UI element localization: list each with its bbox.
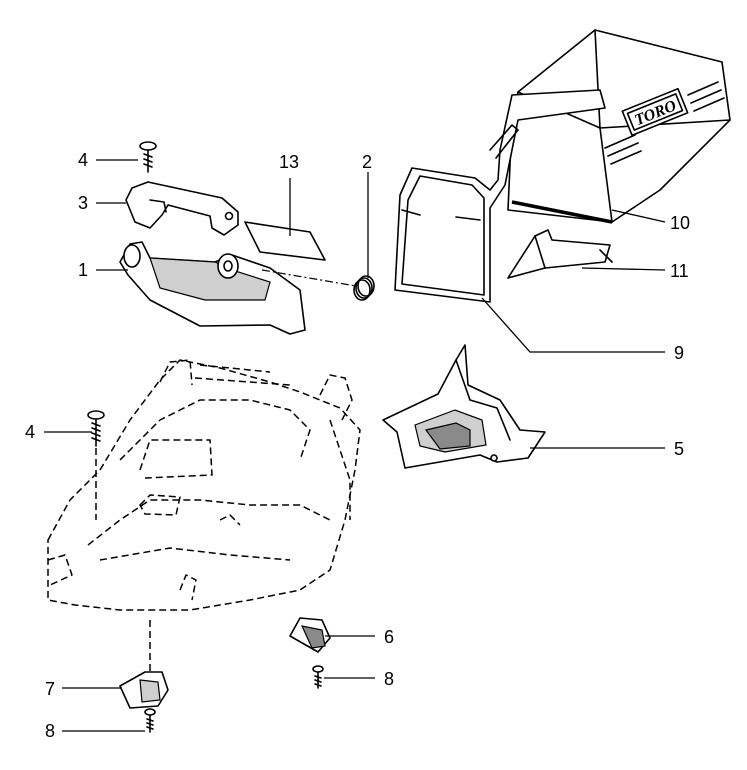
callout-8-right: 8	[384, 669, 394, 689]
mower-housing-phantom	[47, 359, 361, 611]
callout-11: 11	[670, 261, 689, 281]
grass-bag: TORO	[507, 29, 731, 224]
callout-2: 2	[362, 152, 372, 172]
callout-1: 1	[78, 260, 88, 280]
callout-13: 13	[279, 152, 299, 172]
callout-4-left: 4	[25, 422, 35, 442]
bag-frame	[394, 89, 606, 303]
part-6	[289, 617, 331, 653]
screw-8-left	[144, 708, 156, 733]
callout-5: 5	[674, 439, 684, 459]
callout-6: 6	[384, 627, 394, 647]
part-13-label	[244, 221, 326, 261]
leader-lines	[44, 159, 666, 732]
part-11	[507, 229, 613, 279]
callout-9: 9	[674, 343, 684, 363]
part-5	[382, 344, 546, 469]
part-3	[125, 181, 239, 236]
callout-7: 7	[45, 679, 55, 699]
callout-10: 10	[670, 213, 690, 233]
part-2-spring	[353, 275, 375, 301]
toro-logo: TORO	[604, 81, 725, 165]
callout-4-top: 4	[78, 150, 88, 170]
callout-3: 3	[78, 193, 88, 213]
part-1	[119, 241, 306, 335]
screw-4-top	[139, 141, 157, 173]
callout-labels: 1 2 3 4 4 5 6 7 8 8 9 10 11 13	[25, 150, 690, 741]
screw-8-right	[312, 665, 324, 689]
screw-4-left	[87, 410, 105, 447]
part-7	[119, 671, 169, 709]
callout-8-left: 8	[45, 721, 55, 741]
